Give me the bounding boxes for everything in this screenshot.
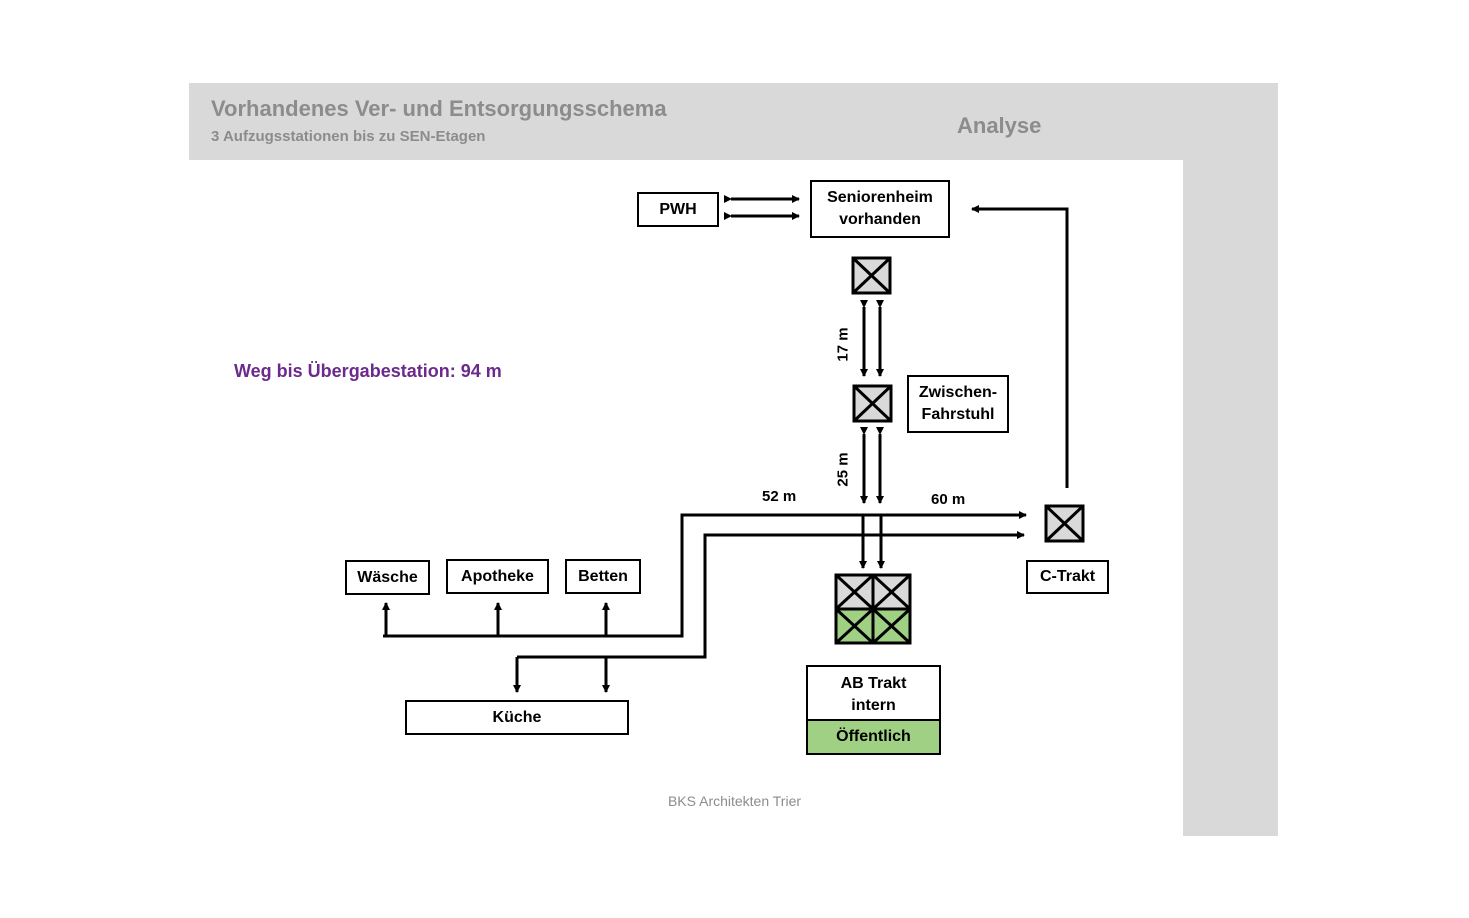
c-trakt-return-line <box>971 205 1069 488</box>
distance-25m-label: 25 m <box>834 452 852 487</box>
zwischen-fahrstuhl-box: Zwischen- Fahrstuhl <box>907 375 1009 433</box>
elevator-c-trakt-icon <box>1044 504 1085 543</box>
elevator-ab-group-icon <box>834 573 912 645</box>
side-band <box>1183 83 1278 836</box>
route-note: Weg bis Übergabestation: 94 m <box>234 361 502 381</box>
ab-trakt-label: AB Trakt intern <box>840 674 907 714</box>
pwh-box: PWH <box>637 192 719 227</box>
distance-52m-label: 52 m <box>762 488 797 505</box>
betten-box: Betten <box>565 559 641 594</box>
apotheke-box: Apotheke <box>446 559 549 594</box>
section-label: Analyse <box>957 113 1042 138</box>
distance-17m-label: 17 m <box>834 327 852 362</box>
waesche-box: Wäsche <box>345 560 430 595</box>
corridor-lower-line <box>517 531 1025 659</box>
ab-trakt-box: AB Trakt intern Öffentlich <box>806 665 941 755</box>
page-subtitle: 3 Aufzugsstationen bis zu SEN-Etagen <box>211 128 486 145</box>
oeffentlich-label: Öffentlich <box>808 719 939 753</box>
c-trakt-box: C-Trakt <box>1026 560 1109 594</box>
seniorenheim-box: Seniorenheim vorhanden <box>810 180 950 238</box>
page-title: Vorhandenes Ver- und Entsorgungsschema <box>211 96 667 121</box>
kueche-box: Küche <box>405 700 629 735</box>
elevator-top-icon <box>851 256 892 295</box>
distance-60m-label: 60 m <box>931 491 966 508</box>
header-band <box>189 83 1278 160</box>
footer-credit: BKS Architekten Trier <box>667 793 802 809</box>
corridor-upper-line <box>383 511 1027 638</box>
elevator-middle-icon <box>852 384 893 423</box>
